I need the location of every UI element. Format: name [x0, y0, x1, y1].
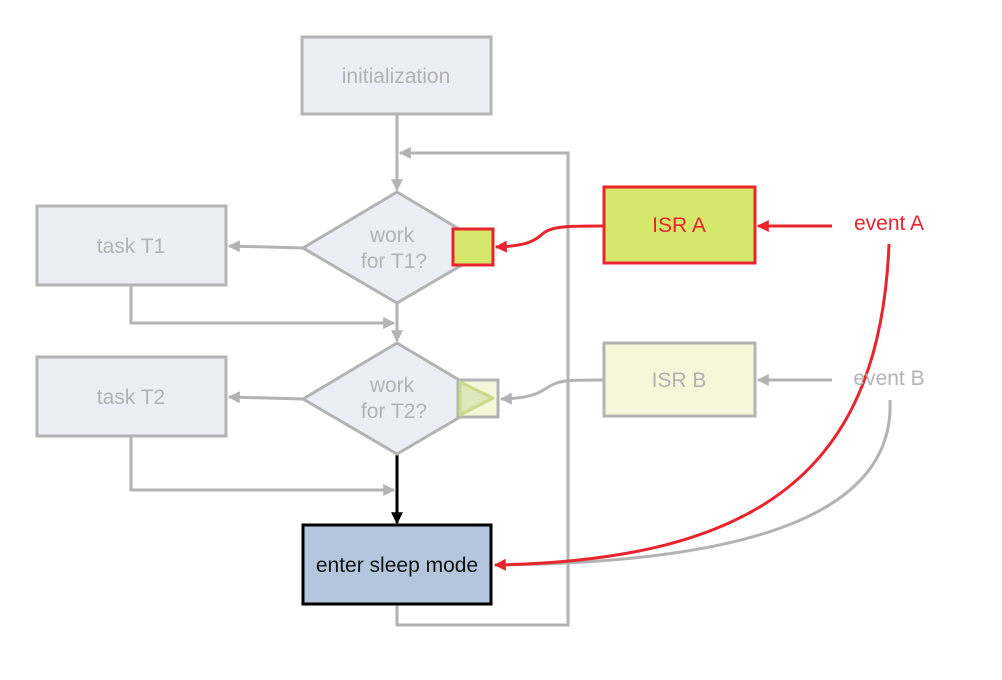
node-task-t2[interactable]: task T2: [35, 355, 228, 438]
edge-event-a-wake: [493, 243, 891, 571]
sleep-label: enter sleep mode: [316, 554, 478, 577]
edge-isr-a-to-flag-t1: [494, 224, 605, 253]
isr-b-label: ISR B: [652, 369, 707, 392]
flag-t2-play-icon: [458, 380, 495, 417]
edge-task-t1-return: [129, 285, 396, 329]
node-task-t1[interactable]: task T1: [35, 204, 228, 287]
node-enter-sleep-mode[interactable]: enter sleep mode: [301, 523, 493, 606]
node-decision-work-for-t2[interactable]: work for T2?: [300, 341, 494, 456]
edge-event-b-wake: [499, 399, 892, 567]
node-isr-b[interactable]: ISR B: [602, 341, 757, 418]
node-initialization[interactable]: initialization: [300, 35, 493, 116]
decision-t1-line1: work: [369, 224, 415, 247]
decision-t1-line2: for T1?: [361, 250, 427, 273]
flag-t1-set: [451, 227, 495, 267]
edge-isr-b-to-flag-t2: [499, 378, 605, 405]
edge-sleep-loop-back: [395, 147, 570, 627]
flag-t2-clear: [456, 378, 500, 419]
isr-a-label: ISR A: [652, 214, 706, 237]
edge-decision-t1-to-task-t1: [227, 240, 304, 253]
task-t2-label: task T2: [97, 386, 165, 409]
edge-decision-t2-to-task-t2: [227, 391, 304, 404]
node-isr-a[interactable]: ISR A: [602, 185, 757, 265]
edge-task-t2-return: [129, 436, 396, 496]
decision-t2-line1: work: [369, 374, 415, 397]
task-t1-label: task T1: [97, 235, 165, 258]
event-b-label: event B: [853, 367, 924, 390]
node-initialization-label: initialization: [342, 65, 451, 88]
event-a-label: event A: [854, 212, 924, 235]
decision-t2-line2: for T2?: [361, 400, 427, 423]
